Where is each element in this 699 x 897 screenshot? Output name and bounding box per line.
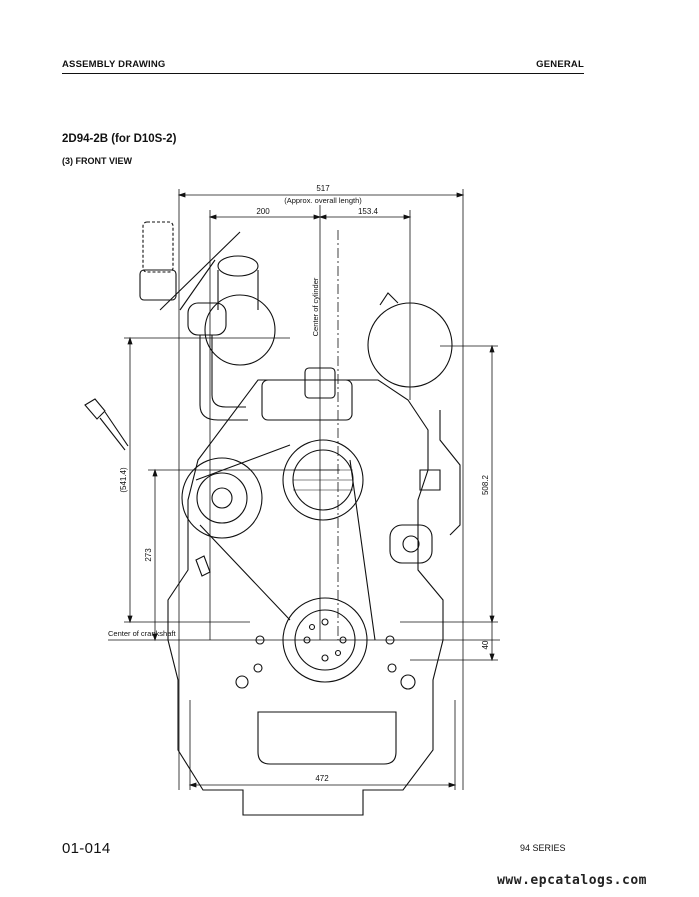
dimension-lines (108, 189, 500, 790)
label-center-of-crankshaft: Center of crankshaft (108, 629, 176, 638)
section-header: ASSEMBLY DRAWING (62, 59, 166, 70)
label-center-of-cylinder: Center of cylinder (311, 277, 320, 336)
watermark: www.epcatalogs.com (497, 873, 647, 888)
dim-height-total: (541.4) (119, 467, 128, 493)
dim-crank-offset: 40 (481, 640, 490, 649)
dim-height-lower: 273 (144, 548, 153, 562)
dim-overall-length: 517 (316, 184, 330, 193)
view-subtitle: (3) FRONT VIEW (62, 156, 132, 166)
page-title: 2D94-2B (for D10S-2) (62, 133, 177, 145)
engine-body (84, 221, 461, 816)
dimension-labels: 517 (Approx. overall length) 200 153.4 4… (108, 184, 490, 783)
dim-overall-length-note: (Approx. overall length) (284, 196, 362, 205)
category-header: GENERAL (536, 59, 584, 70)
series-label: 94 SERIES (520, 843, 566, 853)
dim-right-half: 153.4 (358, 207, 379, 216)
dim-height-right: 508.2 (481, 474, 490, 495)
header-rule (62, 73, 584, 74)
dim-base-width: 472 (315, 774, 329, 783)
page-number: 01-014 (62, 840, 111, 857)
dim-left-half: 200 (256, 207, 270, 216)
